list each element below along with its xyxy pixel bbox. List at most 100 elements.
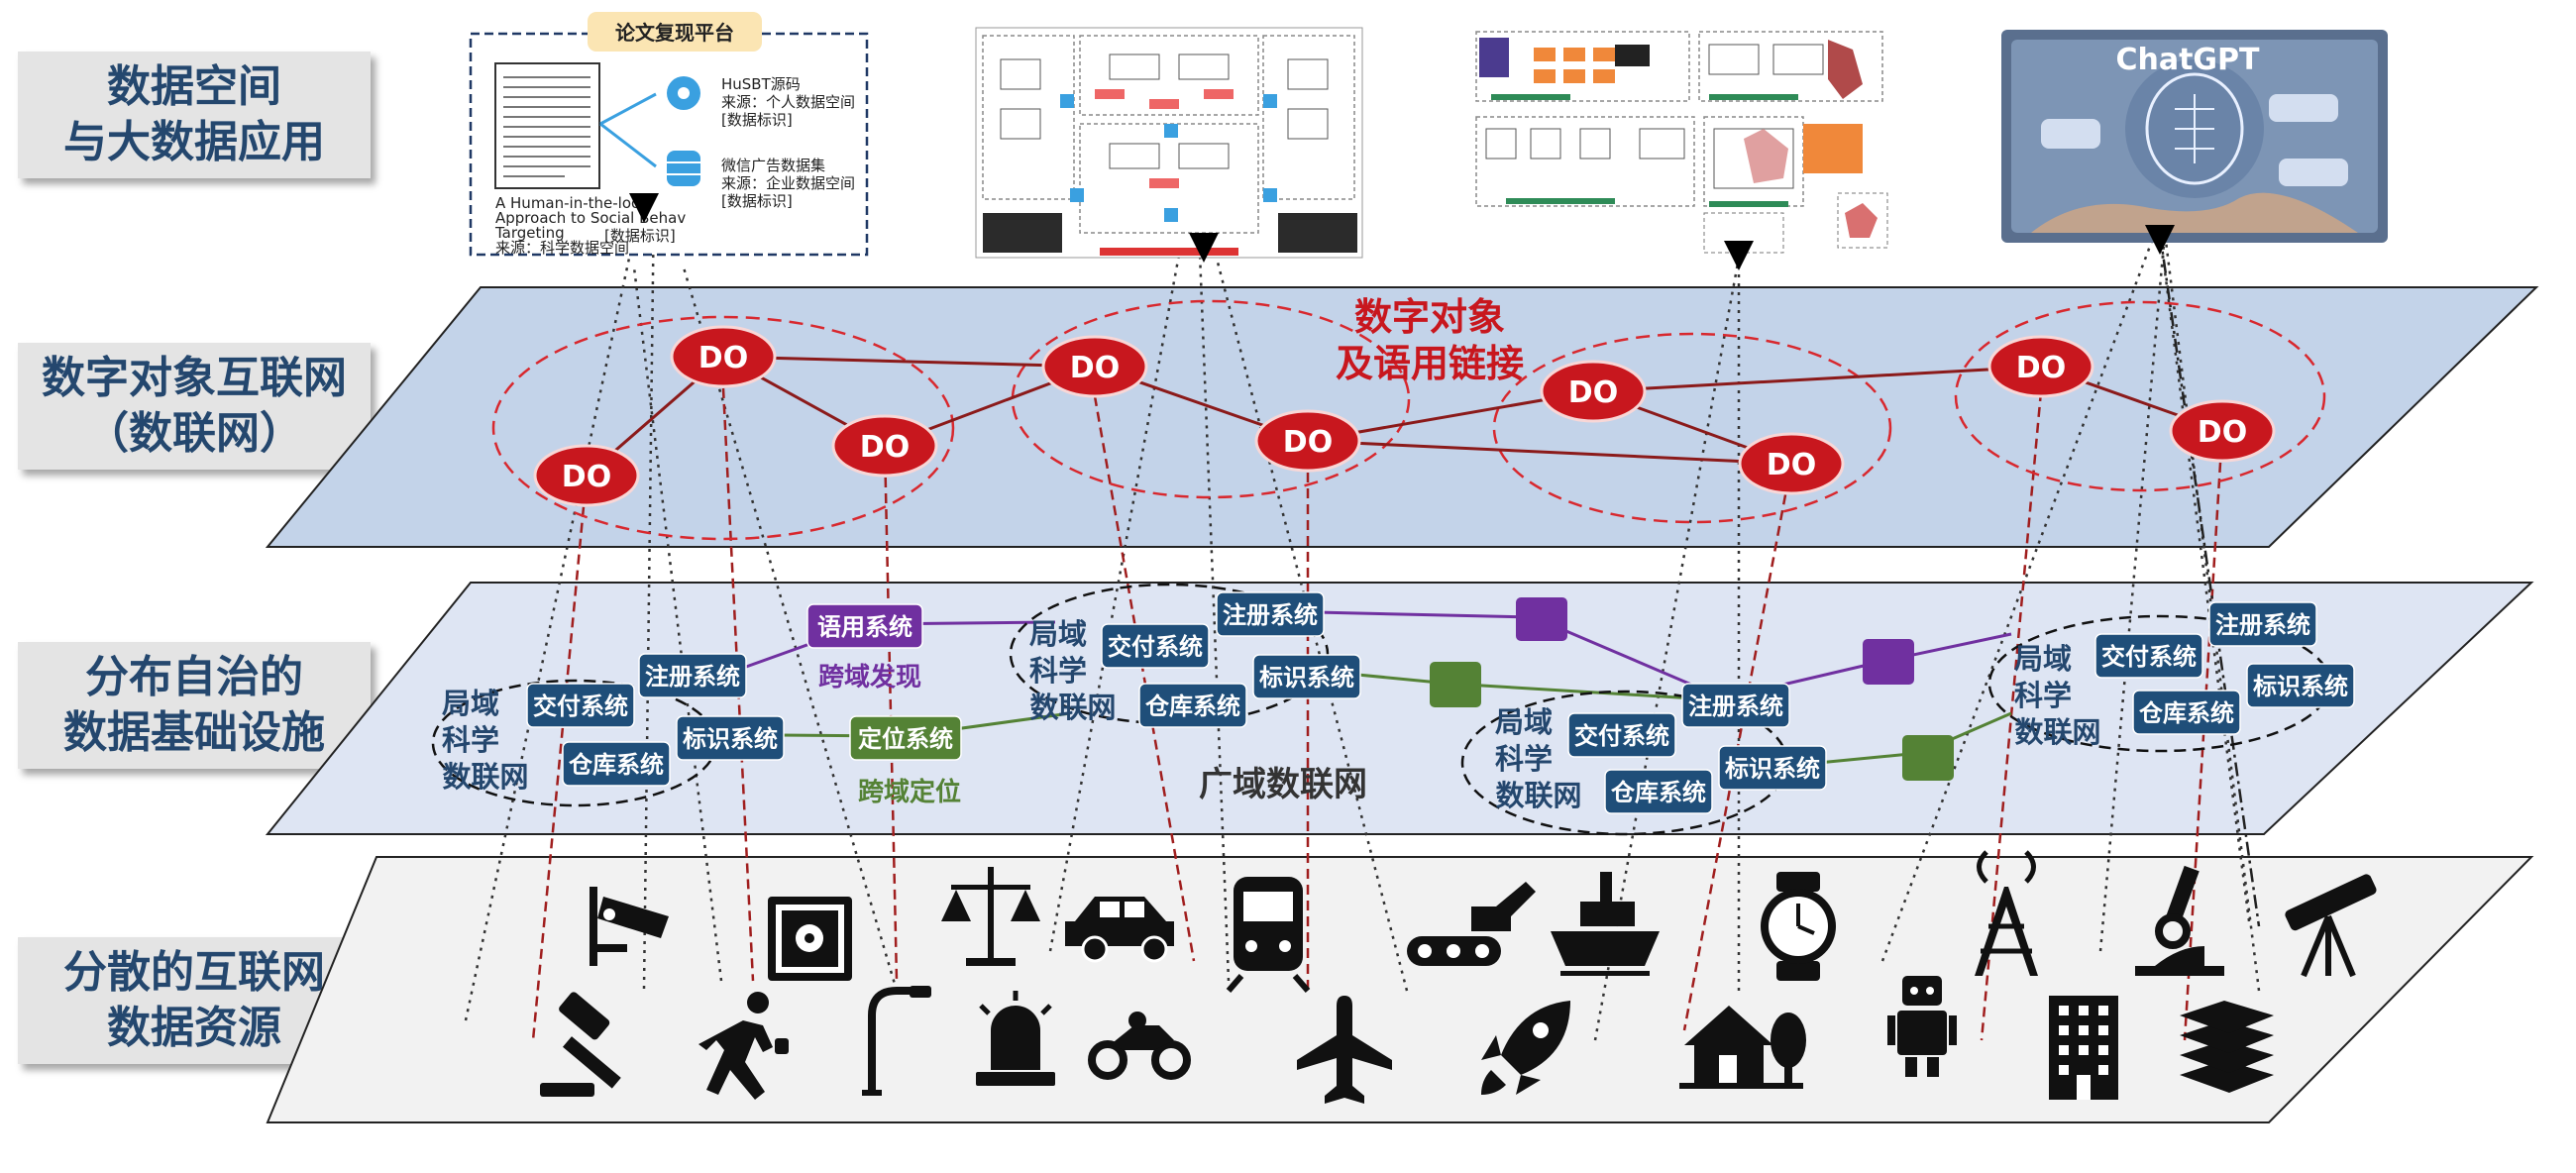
chatgpt-image: ChatGPT (2001, 30, 2388, 255)
svg-text:科学: 科学 (442, 723, 499, 757)
local-net-labels: 局域 科学 数联网 局域 科学 数联网 局域 科学 数联网 局域 科学 数联网 (442, 617, 2101, 812)
svg-text:DO: DO (562, 460, 611, 494)
svg-text:局域: 局域 (2014, 642, 2072, 676)
svg-text:DO: DO (1568, 375, 1618, 410)
runner-icon (698, 992, 789, 1100)
svg-text:科学: 科学 (1029, 654, 1087, 688)
svg-text:交付系统: 交付系统 (2101, 643, 2197, 671)
scale-icon (941, 867, 1040, 966)
siren-icon (976, 991, 1055, 1086)
registry-system-box[interactable]: 注册系统 (1681, 683, 1790, 728)
layer-label-infrastructure: 分布自治的 数据基础设施 (18, 642, 371, 769)
telescope-icon (2285, 874, 2377, 978)
do-node[interactable]: DO (1738, 432, 1845, 495)
svg-text:科学: 科学 (2014, 679, 2072, 712)
warehouse-system-box[interactable]: 仓库系统 (1138, 683, 1247, 728)
motorcycle-icon (1088, 1012, 1191, 1080)
warehouse-system-box[interactable]: 仓库系统 (2132, 690, 2241, 735)
svg-text:注册系统: 注册系统 (1223, 601, 1318, 629)
layer-label-data-resources: 分散的互联网 数据资源 (18, 937, 371, 1064)
delivery-system-box[interactable]: 交付系统 (526, 683, 635, 728)
resource-icons (540, 850, 2377, 1104)
identifier-system-box[interactable]: 标识系统 (1718, 745, 1827, 791)
do-node[interactable]: DO (1987, 335, 2094, 398)
do-node[interactable]: DO (670, 325, 777, 388)
delivery-system-box[interactable]: 交付系统 (2094, 633, 2203, 679)
car-icon (1065, 897, 1174, 963)
relay-nodes (1430, 597, 1954, 781)
svg-text:仓库系统: 仓库系统 (1144, 693, 1240, 720)
do-node[interactable]: DO (1041, 335, 1148, 398)
dataset2-name: 微信广告数据集 (721, 157, 825, 174)
infra-systems: 交付系统 仓库系统 注册系统 标识系统 语用系统 定位系统 交付系统 仓库系统 … (526, 591, 2355, 814)
locate-system-box[interactable]: 定位系统 (849, 715, 962, 761)
svg-text:数联网: 数联网 (442, 760, 528, 794)
layer-label-text: 分散的互联网 数据资源 (63, 947, 325, 1053)
flow-diagram-thumbnail (1471, 28, 1888, 270)
do-node[interactable]: DO (1540, 360, 1647, 423)
registry-system-box[interactable]: 注册系统 (638, 653, 747, 698)
ship-icon (1551, 872, 1660, 976)
svg-text:DO: DO (2198, 415, 2247, 450)
identifier-system-box[interactable]: 标识系统 (2246, 663, 2355, 708)
microscope-icon (2135, 865, 2224, 976)
dataset1-source: 来源：个人数据空间 (721, 93, 855, 111)
pragmatic-system-box[interactable]: 语用系统 (806, 603, 923, 649)
registry-system-box[interactable]: 注册系统 (2208, 601, 2317, 647)
identifier-system-box[interactable]: 标识系统 (676, 715, 785, 761)
svg-text:局域: 局域 (1029, 617, 1087, 651)
do-node[interactable]: DO (533, 444, 640, 507)
dash-dot-link (2158, 232, 2261, 927)
delivery-system-box[interactable]: 交付系统 (1567, 712, 1676, 758)
layer-label-text: 数据空间 与大数据应用 (63, 61, 325, 167)
svg-text:DO: DO (2016, 351, 2066, 385)
svg-text:仓库系统: 仓库系统 (1610, 779, 1706, 806)
svg-text:交付系统: 交付系统 (1108, 633, 1203, 661)
rocket-icon (1481, 1001, 1570, 1095)
cctv-camera-icon (590, 887, 669, 966)
paper-source: 来源：科学数据空间 (495, 239, 629, 257)
svg-text:DO: DO (1283, 425, 1333, 460)
svg-text:标识系统: 标识系统 (2253, 673, 2348, 700)
do-node[interactable]: DO (1254, 409, 1361, 473)
svg-text:标识系统: 标识系统 (1725, 755, 1820, 783)
do-node[interactable]: DO (831, 414, 938, 478)
do-nodes: DO DO DO DO DO DO DO DO DO (533, 325, 2276, 507)
do-title-line1: 数字对象 (1354, 295, 1505, 339)
svg-text:仓库系统: 仓库系统 (568, 751, 664, 779)
airplane-icon (1297, 996, 1392, 1104)
svg-text:标识系统: 标识系统 (683, 725, 778, 753)
svg-text:DO: DO (1767, 448, 1816, 482)
street-lamp-icon (862, 986, 931, 1096)
train-icon (1226, 877, 1311, 993)
delivery-system-box[interactable]: 交付系统 (1101, 623, 1210, 669)
cross-domain-discovery-label: 跨域发现 (818, 662, 921, 693)
layer-label-do-internet: 数字对象互联网 （数联网） (18, 343, 371, 470)
warehouse-system-box[interactable]: 仓库系统 (1604, 769, 1713, 814)
watch-icon (1761, 872, 1836, 981)
do-title-line2: 及语用链接 (1336, 342, 1524, 385)
svg-text:交付系统: 交付系统 (1574, 722, 1669, 750)
industrial-diagram-thumbnail (975, 27, 1363, 263)
warehouse-system-box[interactable]: 仓库系统 (562, 741, 671, 787)
radio-tower-icon (1975, 850, 2038, 976)
do-groups (491, 299, 2326, 541)
svg-text:数联网: 数联网 (1029, 691, 1116, 724)
database-icon (667, 151, 700, 186)
paper-replication-panel: 论文复现平台 HuSBT源码 来源：个人数据空间 [数据标识] 微信广告数据集 … (469, 12, 869, 257)
dataset1-tag: [数据标识] (721, 111, 793, 129)
paper-title-line3: Targeting (494, 224, 565, 242)
identifier-system-box[interactable]: 标识系统 (1252, 654, 1361, 699)
svg-text:注册系统: 注册系统 (645, 663, 740, 691)
wide-area-label: 广域数联网 (1199, 765, 1367, 804)
svg-text:科学: 科学 (1495, 742, 1553, 776)
svg-text:注册系统: 注册系统 (1688, 693, 1783, 720)
robot-icon (1887, 976, 1957, 1077)
paper-tag: [数据标识] (604, 227, 676, 245)
cross-domain-locate-label: 跨域定位 (858, 777, 961, 807)
dataset2-tag: [数据标识] (721, 192, 793, 210)
registry-system-box[interactable]: 注册系统 (1216, 591, 1325, 637)
gavel-icon (540, 992, 621, 1097)
do-node[interactable]: DO (2169, 399, 2276, 463)
